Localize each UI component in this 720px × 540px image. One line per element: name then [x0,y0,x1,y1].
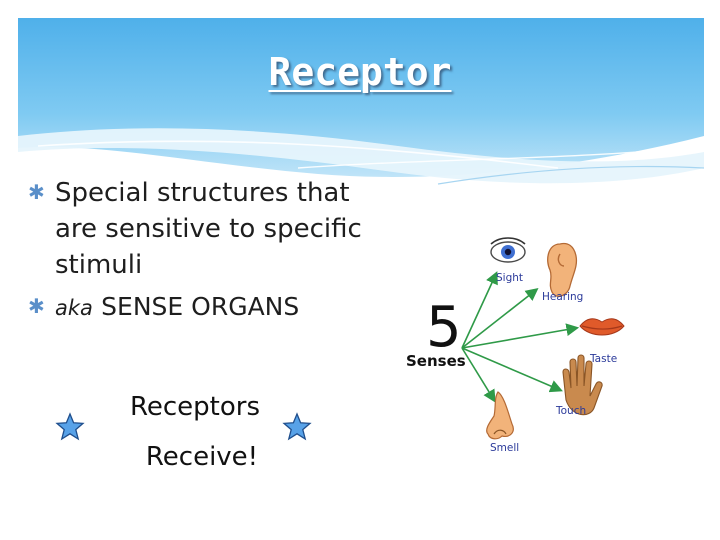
five-senses-graphic: 5 Senses Sight Hearing [400,230,640,460]
receptors-line: Receptors [129,392,261,422]
ear-icon [547,242,578,297]
star-icon [282,412,312,441]
bullet-text: Special structures that are sensitive to… [55,178,362,280]
bullet-prefix: aka [55,296,93,320]
sense-label-smell: Smell [490,442,519,454]
slide-title: Receptor [268,50,452,94]
bullet-item: ✱ aka SENSE ORGANS [28,289,388,326]
senses-word: Senses [406,352,466,370]
lips-icon [579,318,625,336]
nose-icon [486,391,514,440]
bullet-item: ✱ Special structures that are sensitive … [28,175,388,283]
hand-icon [562,354,603,416]
eye-icon [490,237,526,263]
sense-label-hearing: Hearing [542,291,583,303]
bullet-text: SENSE ORGANS [101,292,300,321]
asterisk-bullet-icon: ✱ [28,180,45,204]
sense-label-taste: Taste [589,353,617,365]
sense-arrows [461,271,580,403]
star-icon [55,412,85,441]
bullet-list: ✱ Special structures that are sensitive … [28,175,388,326]
sense-label-sight: Sight [496,272,523,284]
five-number: 5 [426,295,462,360]
asterisk-bullet-icon: ✱ [28,294,45,318]
receive-line: Receive! [145,442,259,472]
receptors-caption: Receptors Receive! [60,388,330,476]
title-banner [18,18,704,188]
sense-label-touch: Touch [555,405,586,417]
